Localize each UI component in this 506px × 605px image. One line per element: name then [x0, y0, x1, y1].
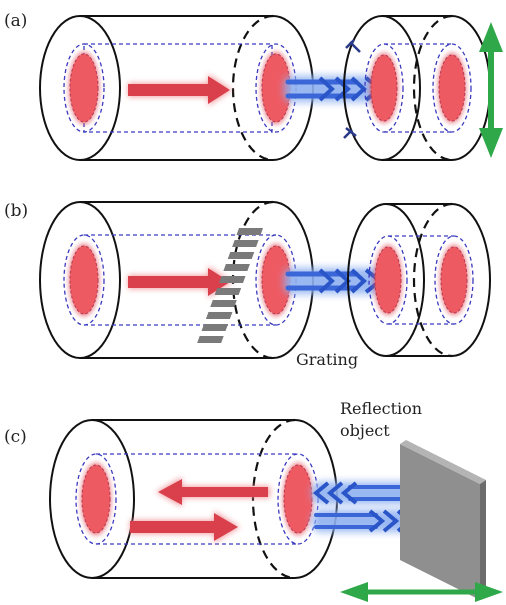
- panel-b-right-fiber: [347, 202, 491, 358]
- tilt-arrow-top-icon: [345, 39, 361, 53]
- panel-a-right-fiber: [343, 14, 491, 162]
- panel-a-red-arrow: [128, 74, 232, 106]
- panel-c-red-arrow-right: [130, 511, 240, 543]
- panel-a-label: (a): [4, 11, 27, 31]
- panel-c-blue-arrow-right: [312, 509, 414, 533]
- tilt-arrow-bottom-icon: [343, 127, 357, 139]
- panel-c-fiber: [49, 418, 338, 580]
- grating-label: Grating: [296, 350, 358, 369]
- reflection-object-icon: [400, 440, 486, 600]
- reflection-object-label-line2: object: [340, 421, 390, 440]
- panel-b: (b): [4, 200, 491, 369]
- panel-c-label: (c): [4, 427, 27, 447]
- panel-b-grating-icon: [197, 228, 264, 343]
- panel-c-red-arrow-left: [156, 477, 270, 507]
- panel-a-green-double-arrow-icon: [479, 22, 503, 158]
- panel-a: (a): [4, 11, 503, 162]
- panel-a-left-fiber: [39, 14, 314, 162]
- panel-b-label: (b): [4, 201, 28, 221]
- panel-c: (c) Reflection object: [4, 399, 503, 602]
- reflection-object-label-line1: Reflection: [340, 399, 422, 418]
- panel-b-red-arrow: [128, 266, 232, 298]
- panel-a-blue-arrow: [284, 76, 384, 102]
- panel-c-green-double-arrow-icon: [340, 582, 503, 602]
- panel-c-blue-arrow-left: [312, 481, 414, 505]
